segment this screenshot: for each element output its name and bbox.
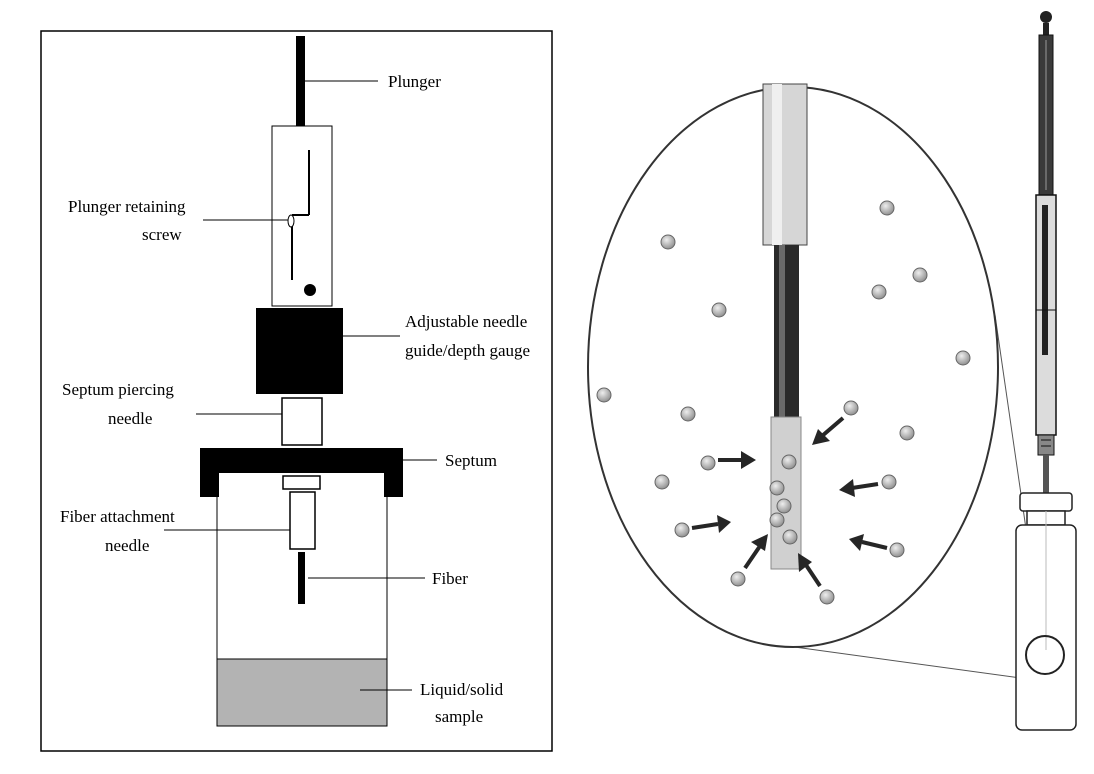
analyte-molecule <box>879 200 895 216</box>
analyte-molecule <box>781 454 797 470</box>
analyte-molecules <box>596 200 971 605</box>
analyte-molecule <box>674 522 690 538</box>
label-plunger-retaining-screw-2: screw <box>142 225 182 244</box>
analyte-molecule <box>871 284 887 300</box>
fiber <box>298 552 305 604</box>
magnified-needle <box>762 83 808 246</box>
analyte-molecule <box>654 474 670 490</box>
analyte-molecule <box>660 234 676 250</box>
arrow <box>820 416 845 438</box>
magnified-fiber-core <box>774 245 799 417</box>
label-needle-guide: Adjustable needle <box>405 312 527 331</box>
analyte-molecule <box>819 589 835 605</box>
arrow <box>691 522 719 530</box>
arrow-head <box>741 451 756 469</box>
label-septum: Septum <box>445 451 497 470</box>
spme-syringe <box>1035 11 1057 495</box>
syringe-hub <box>1037 434 1055 456</box>
label-fiber-attachment-2: needle <box>105 536 149 555</box>
analyte-molecule <box>711 302 727 318</box>
analyte-molecule <box>955 350 971 366</box>
label-septum-piercing: Septum piercing <box>62 380 174 399</box>
barrel-dot <box>304 284 316 296</box>
fiber-needle-collar <box>282 475 321 490</box>
analyte-molecule <box>843 400 859 416</box>
arrow-head <box>839 479 855 497</box>
analyte-molecule <box>769 512 785 528</box>
zoom-line-lower <box>779 644 1036 681</box>
septum <box>200 448 403 473</box>
analyte-molecule <box>680 406 696 422</box>
label-fiber: Fiber <box>432 569 468 588</box>
fiber-attachment-needle <box>289 491 316 550</box>
adsorption-arrows <box>691 416 888 588</box>
label-needle-guide-2: guide/depth gauge <box>405 341 530 360</box>
analyte-molecule <box>596 387 612 403</box>
analyte-molecule <box>912 267 928 283</box>
analyte-molecule <box>899 425 915 441</box>
analyte-molecule <box>730 571 746 587</box>
liquid-solid-sample <box>216 658 388 727</box>
plunger-rod <box>296 36 305 126</box>
needle-guide-block <box>256 308 343 394</box>
label-sample-2: sample <box>435 707 483 726</box>
retaining-screw <box>287 214 295 228</box>
label-sample: Liquid/solid <box>420 680 504 699</box>
analyte-molecule <box>776 498 792 514</box>
label-plunger-retaining-screw: Plunger retaining <box>68 197 186 216</box>
syringe-needle <box>1043 455 1049 495</box>
analyte-molecule <box>782 529 798 545</box>
vial-cap <box>1019 492 1073 512</box>
septum-piercing-needle <box>281 397 323 446</box>
arrow-head <box>849 534 864 551</box>
label-fiber-attachment: Fiber attachment <box>60 507 175 526</box>
arrow <box>851 482 879 490</box>
arrow-head <box>812 429 830 445</box>
sample-vial <box>1015 492 1077 731</box>
arrow <box>861 540 888 550</box>
arrow <box>804 563 822 588</box>
label-plunger: Plunger <box>388 72 441 91</box>
label-septum-piercing-2: needle <box>108 409 152 428</box>
arrow-head <box>798 553 812 572</box>
analyte-molecule <box>889 542 905 558</box>
vial-zoom-marker <box>1025 635 1065 675</box>
arrow-head <box>751 534 768 551</box>
analyte-molecule <box>881 474 897 490</box>
vial-cap-left <box>200 473 219 497</box>
analyte-molecule <box>769 480 785 496</box>
analyte-molecule <box>700 455 716 471</box>
arrow-head <box>717 515 731 533</box>
syringe-knob <box>1040 11 1052 23</box>
arrow <box>743 544 762 570</box>
vial-cap-right <box>384 473 403 497</box>
